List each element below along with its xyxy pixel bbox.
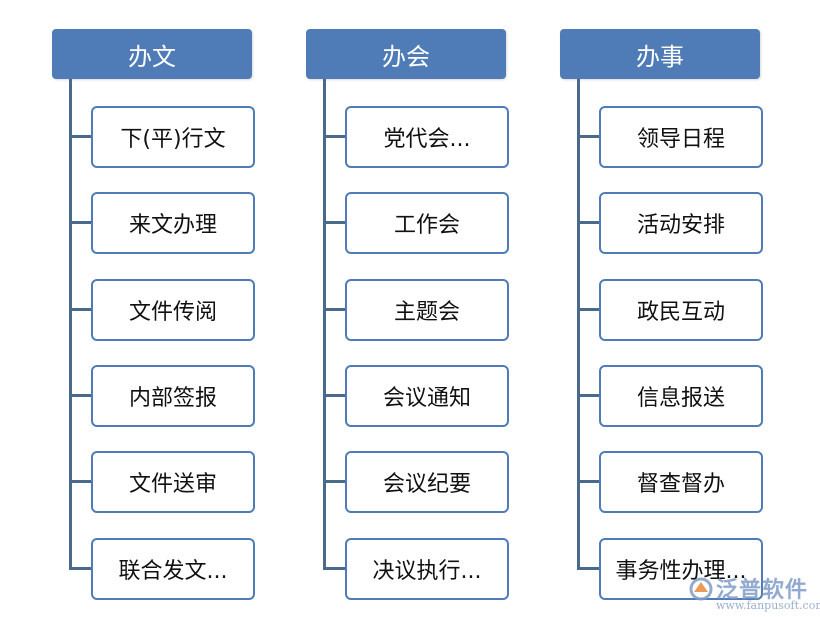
node-box[interactable]: 主题会 — [345, 279, 509, 341]
node-box[interactable]: 信息报送 — [599, 365, 763, 427]
connector-branch — [323, 480, 345, 483]
column-header: 办文 — [52, 29, 252, 79]
column-header: 办事 — [560, 29, 760, 79]
connector-trunk — [577, 79, 580, 569]
node-box[interactable]: 活动安排 — [599, 192, 763, 254]
connector-branch — [69, 221, 91, 224]
connector-branch — [577, 135, 599, 138]
tree-node: 工作会 — [306, 192, 566, 254]
tree-node: 党代会... — [306, 106, 566, 168]
connector-branch — [323, 221, 345, 224]
connector-branch — [323, 308, 345, 311]
connector-trunk — [323, 79, 326, 569]
node-box[interactable]: 工作会 — [345, 192, 509, 254]
tree-node: 政民互动 — [560, 279, 820, 341]
connector-branch — [577, 480, 599, 483]
tree-node: 活动安排 — [560, 192, 820, 254]
node-box[interactable]: 联合发文... — [91, 538, 255, 600]
connector-branch — [323, 394, 345, 397]
node-box[interactable]: 文件送审 — [91, 451, 255, 513]
tree-node: 会议纪要 — [306, 451, 566, 513]
tree-node: 决议执行... — [306, 538, 566, 600]
tree-node: 领导日程 — [560, 106, 820, 168]
connector-branch — [577, 308, 599, 311]
connector-branch — [69, 394, 91, 397]
tree-node: 文件送审 — [52, 451, 312, 513]
tree-node: 内部签报 — [52, 365, 312, 427]
connector-branch — [69, 480, 91, 483]
node-box[interactable]: 下(平)行文 — [91, 106, 255, 168]
column-banhui: 办会 党代会... 工作会 主题会 会议通知 会议纪要 决议执行... — [306, 0, 566, 617]
node-box[interactable]: 文件传阅 — [91, 279, 255, 341]
node-box[interactable]: 领导日程 — [599, 106, 763, 168]
connector-branch — [323, 567, 345, 570]
connector-branch — [323, 135, 345, 138]
node-box[interactable]: 会议纪要 — [345, 451, 509, 513]
node-box[interactable]: 督查督办 — [599, 451, 763, 513]
column-banwen: 办文 下(平)行文 来文办理 文件传阅 内部签报 文件送审 联合发文... — [52, 0, 312, 617]
connector-branch — [577, 394, 599, 397]
tree-node: 主题会 — [306, 279, 566, 341]
connector-branch — [577, 567, 599, 570]
node-box[interactable]: 政民互动 — [599, 279, 763, 341]
tree-node: 下(平)行文 — [52, 106, 312, 168]
node-box[interactable]: 会议通知 — [345, 365, 509, 427]
node-box[interactable]: 事务性办理... — [599, 538, 763, 600]
column-banshi: 办事 领导日程 活动安排 政民互动 信息报送 督查督办 事务性办理... — [560, 0, 820, 617]
tree-node: 会议通知 — [306, 365, 566, 427]
column-header: 办会 — [306, 29, 506, 79]
node-box[interactable]: 内部签报 — [91, 365, 255, 427]
node-box[interactable]: 党代会... — [345, 106, 509, 168]
node-box[interactable]: 决议执行... — [345, 538, 509, 600]
node-box[interactable]: 来文办理 — [91, 192, 255, 254]
connector-branch — [69, 308, 91, 311]
connector-branch — [577, 221, 599, 224]
tree-node: 事务性办理... — [560, 538, 820, 600]
connector-branch — [69, 135, 91, 138]
connector-branch — [69, 567, 91, 570]
tree-node: 信息报送 — [560, 365, 820, 427]
connector-trunk — [69, 79, 72, 569]
tree-node: 督查督办 — [560, 451, 820, 513]
tree-node: 文件传阅 — [52, 279, 312, 341]
tree-node: 联合发文... — [52, 538, 312, 600]
tree-node: 来文办理 — [52, 192, 312, 254]
